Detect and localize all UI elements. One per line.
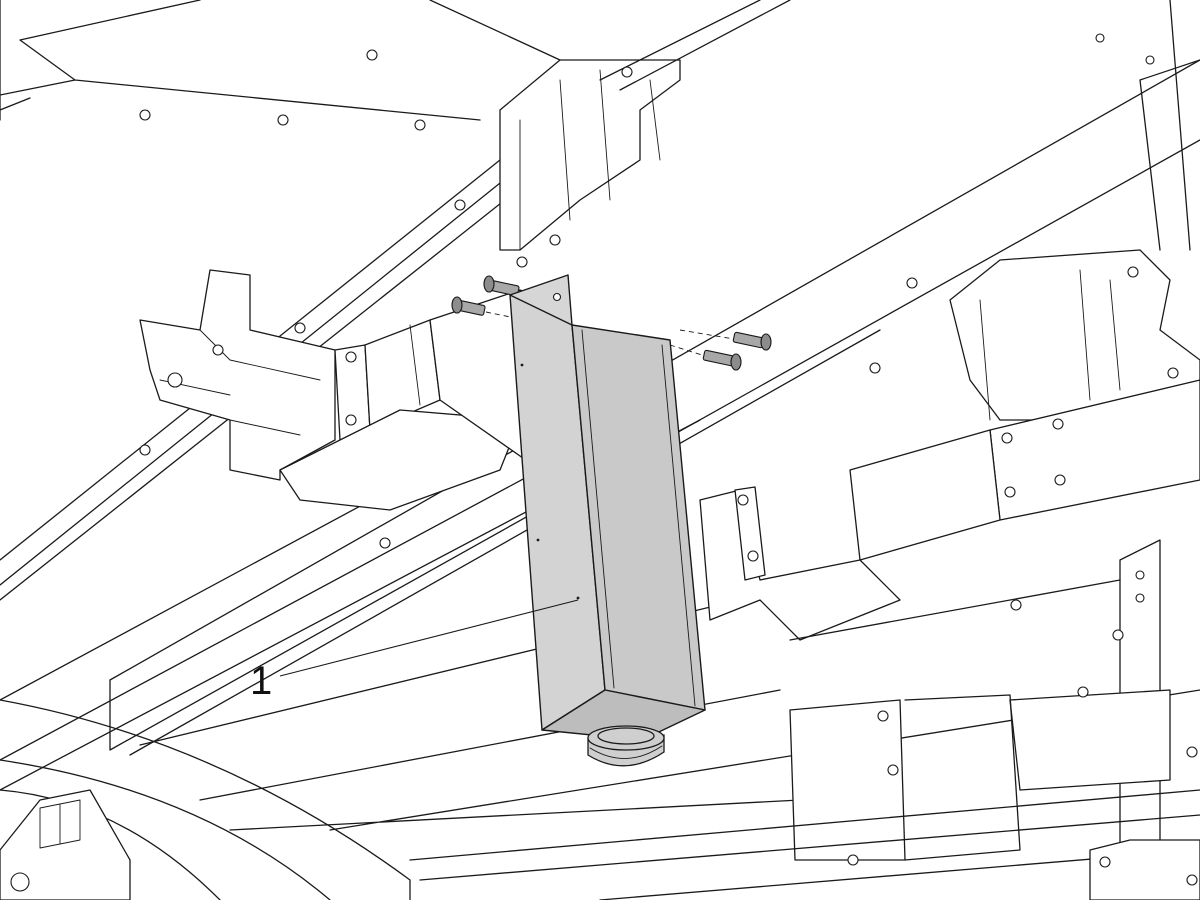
top-center-bracket bbox=[499, 59, 681, 251]
nut bbox=[345, 414, 357, 426]
nut bbox=[414, 119, 426, 131]
drain-cap bbox=[587, 725, 665, 767]
nut bbox=[139, 444, 151, 456]
nut bbox=[139, 109, 151, 121]
right-tall-post bbox=[1139, 0, 1200, 251]
nut bbox=[1095, 33, 1105, 43]
enclosure-marker bbox=[520, 363, 524, 367]
nut bbox=[212, 344, 224, 356]
top-center-bracket-edge bbox=[519, 69, 661, 251]
nut bbox=[294, 322, 306, 334]
nut bbox=[277, 114, 289, 126]
left-arm-bracket bbox=[139, 269, 336, 481]
nut bbox=[1186, 874, 1198, 886]
nut bbox=[366, 49, 378, 61]
bolt-path bbox=[679, 329, 741, 341]
right-bottom-plate bbox=[789, 699, 906, 861]
nut bbox=[737, 494, 749, 506]
nut bbox=[10, 872, 30, 892]
nut bbox=[1145, 55, 1155, 65]
lower-beam bbox=[139, 594, 1200, 831]
nut bbox=[1099, 856, 1111, 868]
nut bbox=[454, 199, 466, 211]
top-left-panel bbox=[0, 0, 481, 121]
bolt bbox=[732, 331, 772, 351]
nut bbox=[847, 854, 859, 866]
nut bbox=[877, 710, 889, 722]
nut bbox=[887, 764, 899, 776]
left-lower-channel bbox=[279, 409, 521, 511]
bottom-left-slot bbox=[39, 799, 81, 849]
nut bbox=[1135, 593, 1145, 603]
nut bbox=[906, 277, 918, 289]
nut bbox=[1135, 570, 1145, 580]
flange-hole bbox=[552, 292, 562, 302]
right-lower-channel bbox=[1009, 689, 1171, 791]
fastener-points bbox=[10, 33, 1198, 892]
bolt bbox=[702, 349, 742, 371]
nut bbox=[1054, 474, 1066, 486]
nut bbox=[1167, 367, 1179, 379]
bottom-curved-rail bbox=[0, 699, 411, 900]
callout-leader bbox=[279, 599, 579, 677]
bottom-right-plate bbox=[1089, 839, 1200, 900]
nut bbox=[516, 256, 528, 268]
nut bbox=[1127, 266, 1139, 278]
nut bbox=[379, 537, 391, 549]
nut bbox=[1010, 599, 1022, 611]
bolt-path bbox=[669, 344, 706, 357]
bolt bbox=[483, 275, 520, 297]
enclosure-fold bbox=[581, 329, 696, 707]
nut bbox=[345, 351, 357, 363]
right-mid-channel bbox=[849, 429, 1001, 561]
nut bbox=[549, 234, 561, 246]
right-upper-bracket bbox=[949, 249, 1200, 421]
callout-1: 1 bbox=[250, 599, 579, 703]
enclosure-box bbox=[509, 274, 706, 767]
bolt-set bbox=[451, 275, 772, 371]
bolt bbox=[451, 296, 486, 316]
enclosure-marker bbox=[536, 538, 540, 542]
nut bbox=[1112, 629, 1124, 641]
right-bottom-channel bbox=[789, 579, 1121, 861]
nut bbox=[1052, 418, 1064, 430]
nut bbox=[1077, 686, 1089, 698]
nut bbox=[167, 372, 183, 388]
nut bbox=[1186, 746, 1198, 758]
nut bbox=[1004, 486, 1016, 498]
nut bbox=[621, 66, 633, 78]
nut bbox=[747, 550, 759, 562]
nut bbox=[869, 362, 881, 374]
bolt-path bbox=[485, 311, 526, 321]
callout-label: 1 bbox=[250, 659, 272, 703]
nut bbox=[1001, 432, 1013, 444]
bottom-left-bracket bbox=[0, 789, 131, 900]
right-upper-bracket-edge bbox=[979, 269, 1121, 421]
enclosure-marker bbox=[576, 596, 580, 600]
